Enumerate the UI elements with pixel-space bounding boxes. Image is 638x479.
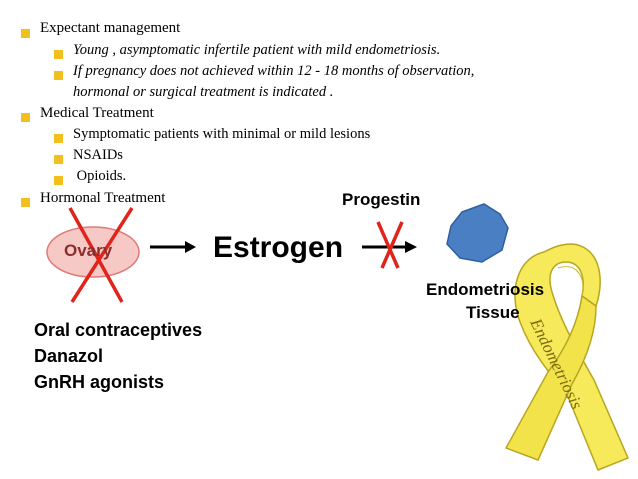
sub-bullet-symptomatic: Symptomatic patients with minimal or mil… — [73, 126, 371, 142]
arrow-icon — [362, 241, 417, 253]
sub-bullet-opioids: Opioids. — [73, 168, 127, 184]
bullet-marker — [54, 176, 63, 185]
bullet-marker — [21, 198, 30, 207]
drug-oral-contraceptives: Oral contraceptives — [34, 320, 203, 340]
estrogen-label: Estrogen — [213, 231, 344, 264]
sub-bullet-young-patient: Young , asymptomatic infertile patient w… — [73, 42, 441, 58]
bullet-marker — [21, 113, 30, 122]
drug-danazol: Danazol — [34, 346, 104, 366]
bullet-marker — [54, 71, 63, 80]
awareness-ribbon-icon — [504, 243, 629, 471]
sub-bullet-pregnancy-line2: hormonal or surgical treatment is indica… — [73, 84, 334, 100]
bullet-expectant-management: Expectant management — [40, 20, 181, 36]
ovary-label: Ovary — [64, 241, 113, 260]
tissue-label-line1: Endometriosis — [426, 280, 545, 299]
bullet-medical-treatment: Medical Treatment — [40, 105, 154, 121]
bullet-hormonal-treatment: Hormonal Treatment — [40, 190, 166, 206]
bullet-marker — [54, 50, 63, 59]
arrow-icon — [150, 241, 196, 253]
bullet-marker — [54, 134, 63, 143]
endometriosis-tissue-icon — [446, 203, 509, 263]
sub-bullet-nsaids: NSAIDs — [73, 147, 123, 163]
tissue-label-line2: Tissue — [466, 303, 520, 322]
block-cross-icon — [68, 207, 134, 303]
bullet-marker — [54, 155, 63, 164]
block-cross-icon — [376, 221, 404, 269]
bullet-marker — [21, 29, 30, 38]
drug-gnrh-agonists: GnRH agonists — [34, 372, 165, 392]
progestin-label: Progestin — [342, 190, 421, 209]
sub-bullet-pregnancy-line1: If pregnancy does not achieved within 12… — [73, 63, 475, 79]
